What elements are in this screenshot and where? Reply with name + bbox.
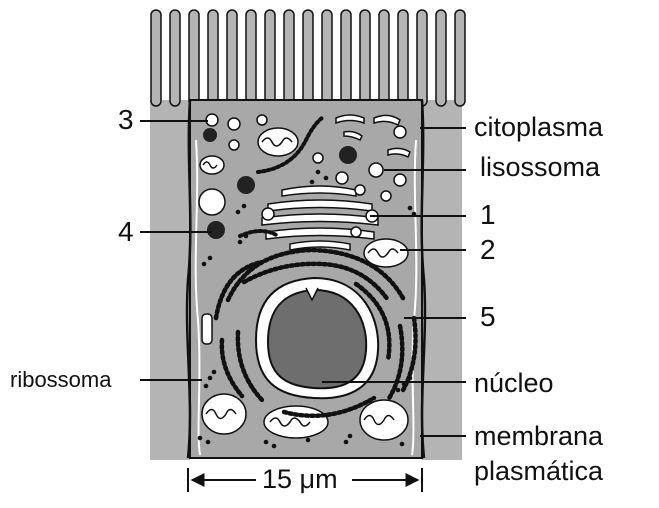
ribosome xyxy=(305,437,311,443)
microvillus xyxy=(169,9,181,107)
microvillus xyxy=(359,9,371,107)
label-ribossoma: ribossoma xyxy=(10,367,112,392)
ribosome xyxy=(407,205,413,211)
microvillus xyxy=(416,9,428,107)
vesicles xyxy=(198,113,411,345)
label-4: 4 xyxy=(118,216,134,247)
label-citoplasma: citoplasma xyxy=(474,112,604,142)
ribosome xyxy=(211,369,217,375)
ribosome xyxy=(263,439,269,445)
nuclear-pore xyxy=(305,287,319,302)
microvillus xyxy=(207,9,219,107)
ribosome xyxy=(201,261,207,267)
ribosome xyxy=(309,179,315,185)
membrane-fold-left xyxy=(194,139,201,456)
microvillus xyxy=(378,9,390,107)
golgi-apparatus xyxy=(261,185,379,251)
ribosome xyxy=(235,209,241,215)
plasma-membrane-right xyxy=(420,99,427,459)
leader-lines xyxy=(140,120,466,437)
label-membrana: membrana xyxy=(474,421,604,451)
microvillus xyxy=(264,9,276,107)
microvillus xyxy=(188,9,200,107)
free-ribosomes xyxy=(197,169,417,449)
label-2: 2 xyxy=(480,234,496,265)
microvillus xyxy=(283,9,295,107)
label-3: 3 xyxy=(118,104,134,135)
ribosome xyxy=(237,239,243,245)
ribosome xyxy=(205,439,211,445)
label-lisossoma: lisossoma xyxy=(480,152,601,182)
microvillus xyxy=(435,9,447,107)
label-5: 5 xyxy=(480,301,496,332)
ribosome xyxy=(399,441,405,447)
microvillus xyxy=(226,9,238,107)
ribosome xyxy=(343,439,349,445)
microvillus xyxy=(454,9,466,107)
ribosome xyxy=(323,175,329,181)
ribosome xyxy=(271,443,277,449)
label-plasmatica: plasmática xyxy=(474,456,604,486)
microvilli xyxy=(150,9,466,107)
neighbor-cell-right xyxy=(422,100,462,460)
microvillus xyxy=(150,9,162,107)
neighbor-cell-left xyxy=(150,100,190,460)
ribosome xyxy=(315,169,321,175)
scale-label: 15 μm xyxy=(262,464,338,494)
ribosome xyxy=(407,375,413,381)
label-nucleo: núcleo xyxy=(474,368,554,398)
ribosome xyxy=(243,233,249,239)
microvillus xyxy=(302,9,314,107)
microvillus xyxy=(397,9,409,107)
ribosome xyxy=(197,435,203,441)
ribosome xyxy=(241,203,247,209)
ribosome xyxy=(207,255,213,261)
microvillus xyxy=(340,9,352,107)
label-1: 1 xyxy=(480,199,496,230)
rough-er-top xyxy=(238,116,324,238)
microvillus xyxy=(245,9,257,107)
ribosome xyxy=(207,375,213,381)
ribosome xyxy=(203,383,209,389)
plasma-membrane-left xyxy=(185,99,192,459)
ribosome xyxy=(395,387,401,393)
ribosome xyxy=(347,433,353,439)
scale-bar xyxy=(187,468,423,492)
microvillus xyxy=(321,9,333,107)
lysosomes xyxy=(203,128,357,239)
nucleus xyxy=(266,288,368,390)
